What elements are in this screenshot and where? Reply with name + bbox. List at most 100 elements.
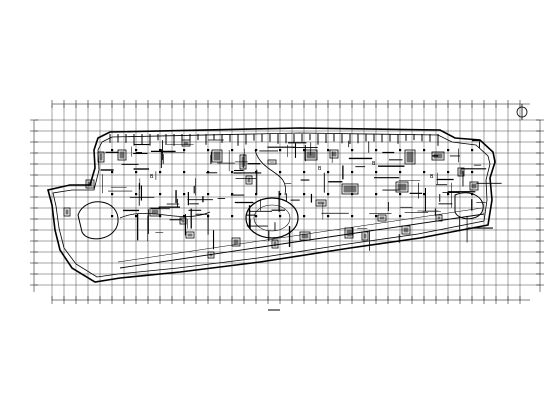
- core-block: [315, 199, 327, 207]
- atrium-void-center: [245, 197, 299, 239]
- room-label: B: [150, 174, 154, 180]
- core-block: [431, 151, 445, 161]
- structural-column: [303, 193, 306, 196]
- structural-column: [255, 171, 258, 174]
- core-block: [97, 151, 105, 163]
- core-block-fill: [406, 151, 414, 163]
- core-block-fill: [403, 227, 409, 233]
- core-block: [117, 149, 127, 161]
- atrium-void-center-inner: [253, 204, 291, 232]
- structural-column: [111, 149, 114, 152]
- core-block-fill: [99, 153, 103, 161]
- structural-column: [327, 171, 330, 174]
- structural-column: [375, 171, 378, 174]
- core-block-fill: [151, 209, 159, 215]
- core-block-fill: [209, 253, 213, 257]
- structural-column: [255, 215, 258, 218]
- core-block-fill: [471, 183, 477, 189]
- core-block-fill: [241, 156, 245, 168]
- structural-column: [351, 149, 354, 152]
- structural-column: [159, 215, 162, 218]
- structural-column: [231, 171, 234, 174]
- structural-column: [159, 149, 162, 152]
- core-block-fill: [87, 181, 93, 187]
- structural-column: [231, 193, 234, 196]
- core-block-fill: [317, 201, 325, 205]
- structural-column: [399, 149, 402, 152]
- core-block: [85, 179, 95, 189]
- core-block-fill: [273, 241, 277, 247]
- room-label: B: [372, 161, 376, 167]
- core-block-fill: [181, 219, 185, 223]
- structural-column: [327, 149, 330, 152]
- structural-column: [159, 193, 162, 196]
- building-inner-outline: [52, 132, 491, 278]
- core-block: [149, 207, 161, 217]
- structural-column: [207, 149, 210, 152]
- core-block-fill: [459, 169, 463, 175]
- core-block: [404, 149, 416, 165]
- core-block: [207, 251, 215, 259]
- structural-column: [231, 215, 234, 218]
- core-block-fill: [247, 177, 251, 183]
- atrium-void-right: [454, 192, 484, 220]
- curved-corridor: [254, 149, 286, 196]
- core-block: [211, 149, 223, 163]
- structural-column: [399, 215, 402, 218]
- structural-column: [375, 215, 378, 218]
- core-block-fill: [306, 151, 316, 159]
- structural-column: [111, 215, 114, 218]
- core-block-fill: [183, 141, 189, 145]
- core-block: [181, 139, 191, 147]
- core-block-fill: [397, 183, 407, 191]
- structural-column: [327, 215, 330, 218]
- core-block: [239, 154, 247, 170]
- structural-column: [279, 171, 282, 174]
- room-label: B: [318, 166, 322, 172]
- core-block: [361, 231, 369, 241]
- core-block: [401, 225, 411, 235]
- core-block: [299, 231, 311, 241]
- curved-corridor-2: [119, 211, 211, 219]
- core-block: [457, 167, 465, 177]
- core-block-fill: [269, 161, 275, 163]
- core-block-fill: [433, 153, 443, 159]
- structural-column: [279, 215, 282, 218]
- structural-column: [399, 171, 402, 174]
- room-label: B: [430, 174, 434, 180]
- structural-column: [183, 193, 186, 196]
- structural-column: [447, 149, 450, 152]
- core-block: [395, 181, 409, 193]
- structural-column: [207, 215, 210, 218]
- structural-column: [111, 171, 114, 174]
- structural-column: [471, 171, 474, 174]
- core-block-fill: [119, 151, 125, 159]
- structural-column: [255, 193, 258, 196]
- core-block: [341, 183, 359, 195]
- column-and-core-blocks: [63, 139, 479, 259]
- core-block-fill: [437, 216, 441, 220]
- structural-column: [327, 193, 330, 196]
- structural-column: [135, 193, 138, 196]
- core-block-fill: [331, 151, 337, 157]
- core-block: [469, 181, 479, 191]
- core-block: [377, 214, 387, 222]
- core-block: [267, 159, 277, 165]
- core-block-fill: [187, 233, 193, 237]
- core-block: [271, 239, 279, 249]
- structural-column: [375, 149, 378, 152]
- structural-column: [135, 171, 138, 174]
- core-block-fill: [233, 239, 239, 245]
- core-block-fill: [346, 229, 352, 237]
- structural-column: [471, 149, 474, 152]
- structural-column: [447, 171, 450, 174]
- core-block: [63, 207, 71, 217]
- core-block-fill: [65, 209, 69, 215]
- structural-column: [423, 171, 426, 174]
- structural-column: [135, 149, 138, 152]
- structural-column: [135, 215, 138, 218]
- structural-column: [399, 193, 402, 196]
- structural-column: [183, 149, 186, 152]
- core-block-fill: [363, 233, 367, 239]
- structural-column: [423, 193, 426, 196]
